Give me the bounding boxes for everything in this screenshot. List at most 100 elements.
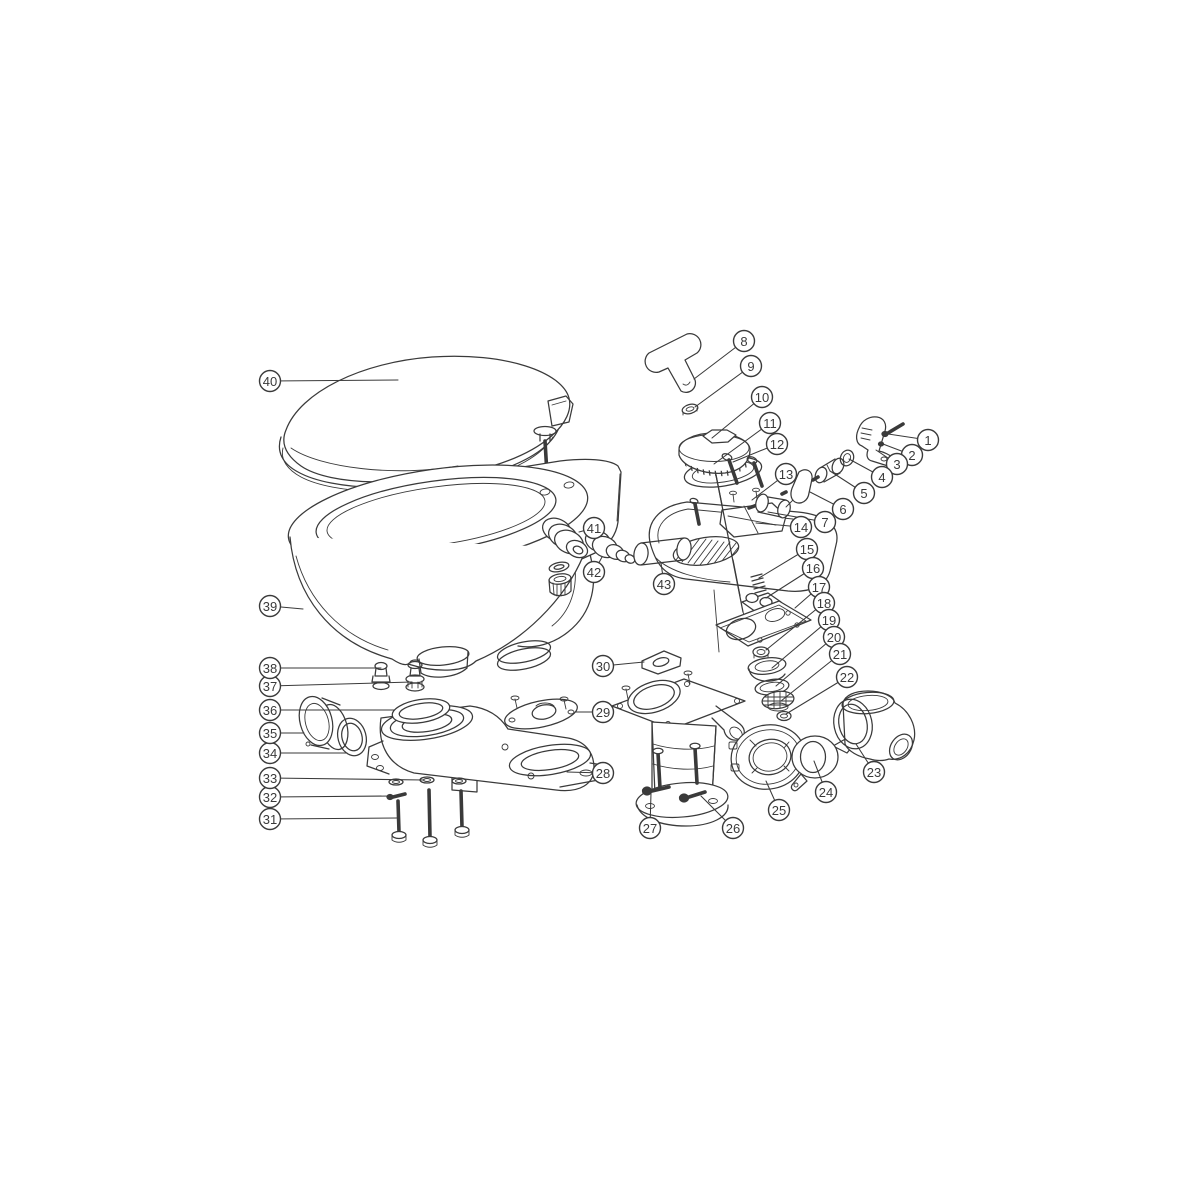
callout-circle <box>591 700 615 724</box>
callout-circle <box>721 816 745 840</box>
callout-13: 13 <box>751 462 798 501</box>
callout-circle <box>258 656 282 680</box>
callout-number: 29 <box>596 705 610 720</box>
callout-32: 32 <box>258 785 393 809</box>
base-mid-notch <box>451 777 478 793</box>
callout-circle <box>870 465 894 489</box>
callout-number: 16 <box>806 561 820 576</box>
callout-circle <box>732 329 756 353</box>
callout-number: 28 <box>596 766 610 781</box>
callout-circle <box>831 497 855 521</box>
callout-number: 22 <box>840 670 854 685</box>
callout-circle <box>750 385 774 409</box>
callout-number: 20 <box>827 630 841 645</box>
callout-14: 14 <box>755 515 813 539</box>
valve-plate <box>715 600 812 647</box>
callout-number: 36 <box>263 703 277 718</box>
callout-number: 37 <box>263 679 277 694</box>
callout-number: 10 <box>755 390 769 405</box>
callout-29: 29 <box>575 700 615 724</box>
callout-circle <box>835 665 859 689</box>
callout-number: 15 <box>800 542 814 557</box>
knurled-nut <box>548 573 572 597</box>
callout-circle <box>258 698 282 722</box>
shaft-sleeve <box>298 695 349 751</box>
side-port <box>711 705 745 741</box>
callout-27: 27 <box>638 792 662 840</box>
valve-flap <box>741 592 782 613</box>
callout-5: 5 <box>829 470 876 505</box>
callout-circle <box>582 560 606 584</box>
valve-nut <box>752 646 770 659</box>
bracket-screw <box>881 422 905 438</box>
callout-number: 17 <box>812 580 826 595</box>
callout-16: 16 <box>765 556 825 599</box>
callout-number: 31 <box>263 812 277 827</box>
callout-number: 5 <box>860 486 867 501</box>
callout-20: 20 <box>775 625 846 687</box>
callout-number: 43 <box>657 577 671 592</box>
valve-spring <box>750 573 767 598</box>
callout-leader-line <box>269 777 425 781</box>
callout-leader-line <box>785 676 848 715</box>
callout-circle <box>852 481 876 505</box>
callout-39: 39 <box>258 594 304 618</box>
callout-35: 35 <box>258 721 305 745</box>
callout-leader-line <box>713 422 771 465</box>
callout-number: 42 <box>587 565 601 580</box>
callout-number: 30 <box>596 659 610 674</box>
pump-cap <box>678 429 751 477</box>
callout-circle <box>885 452 909 476</box>
callout-number: 6 <box>839 502 846 517</box>
callout-34: 34 <box>258 741 348 765</box>
callout-number: 39 <box>263 599 277 614</box>
callout-31: 31 <box>258 807 399 831</box>
callout-38: 38 <box>258 656 382 680</box>
valve-seat <box>747 657 787 682</box>
callout-number: 11 <box>763 416 777 431</box>
callout-12: 12 <box>732 432 789 463</box>
callout-circle <box>789 515 813 539</box>
callout-number: 24 <box>819 785 833 800</box>
callout-circle <box>582 516 606 540</box>
callout-circle <box>739 354 763 378</box>
callout-circle <box>638 816 662 840</box>
callout-41: 41 <box>578 516 606 540</box>
callout-circle <box>758 411 782 435</box>
callout-6: 6 <box>809 491 855 521</box>
callout-number: 25 <box>772 803 786 818</box>
strainer-nut <box>776 710 792 722</box>
callout-circle <box>258 721 282 745</box>
callout-37: 37 <box>258 674 413 698</box>
callout-26: 26 <box>700 795 745 840</box>
callout-43: 43 <box>652 562 676 596</box>
callout-number: 13 <box>779 467 793 482</box>
pump-base-body <box>611 589 746 827</box>
callout-11: 11 <box>713 411 782 465</box>
pump-top-housing <box>648 487 838 592</box>
fitting-washer <box>548 561 570 573</box>
callout-circle <box>652 572 676 596</box>
callout-28: 28 <box>566 761 615 785</box>
callout-36: 36 <box>258 698 395 722</box>
small-screw <box>386 792 407 801</box>
diagram-artwork <box>278 332 916 848</box>
callout-leader-line <box>775 636 835 687</box>
callout-leader-line <box>269 379 399 382</box>
housing-bracket <box>719 502 787 538</box>
callout-leader-line <box>269 681 413 687</box>
callout-number: 40 <box>263 374 277 389</box>
cap-bolts <box>689 453 764 526</box>
valve-lever <box>780 469 813 508</box>
callout-9: 9 <box>694 354 763 408</box>
callout-circle <box>862 760 886 784</box>
callout-10: 10 <box>711 385 774 439</box>
callouts-layer: 1234567891011121314151617181920212223242… <box>258 329 940 840</box>
discharge-elbow <box>833 690 916 762</box>
callout-circle <box>591 654 615 678</box>
callout-40: 40 <box>258 369 399 393</box>
callout-number: 4 <box>878 470 885 485</box>
sleeve-o-ring <box>336 717 368 757</box>
callout-circle <box>828 642 852 666</box>
